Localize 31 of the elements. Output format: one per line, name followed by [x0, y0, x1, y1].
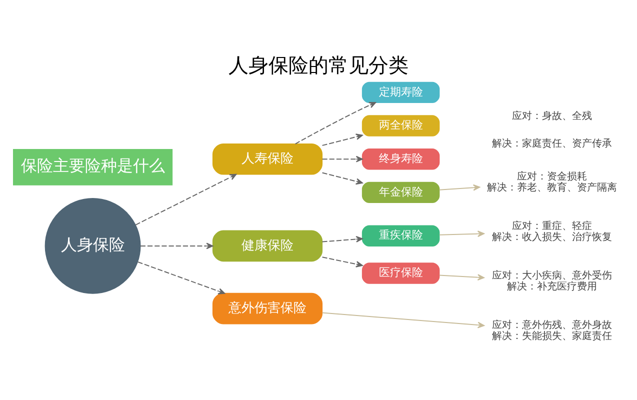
- arrow: [322, 155, 363, 162]
- arrow: [140, 242, 214, 249]
- label: 解决：家庭责任、资产传承: [492, 138, 612, 149]
- node-box: 重疾保险: [362, 224, 440, 246]
- node-text: 应对：重症、轻症 解决：收入损失、治疗恢复: [492, 220, 612, 242]
- arrow: [322, 235, 363, 242]
- label: 应对：身故、全残: [512, 110, 592, 122]
- node-text: 应对：大小疾病、意外受伤 解决：补充医疗费用: [492, 270, 612, 292]
- node-box: 人寿保险: [212, 142, 323, 174]
- node-text: 应对：意外伤残、意外身故 解决：失能损失、家庭责任: [492, 319, 612, 342]
- node-box: 两全保险: [362, 114, 440, 136]
- label: 保险主要险种是什么: [20, 156, 165, 175]
- node-box: 年金保险: [362, 181, 440, 203]
- diagram-title: 人身保险的常见分类: [228, 52, 408, 77]
- node-text: 应对：资金损耗 解决：养老、教育、资产隔离: [486, 170, 617, 193]
- arrow: [322, 172, 363, 184]
- node-box: 医疗保险: [362, 262, 440, 284]
- arrow: [322, 256, 363, 267]
- arrow: [322, 312, 485, 328]
- arrow: [138, 260, 226, 294]
- node-circle: 人身保险: [44, 197, 141, 294]
- arrow: [295, 102, 376, 144]
- arrow: [439, 184, 480, 190]
- arrow: [439, 274, 484, 280]
- arrow: [322, 133, 363, 146]
- node-box: 定期寿险: [362, 81, 440, 103]
- node-box: 终身寿险: [362, 148, 440, 170]
- node-box: 意外伤害保险: [212, 292, 323, 324]
- arrow: [439, 230, 484, 237]
- node-box: 健康保险: [212, 230, 323, 262]
- arrow: [135, 173, 237, 225]
